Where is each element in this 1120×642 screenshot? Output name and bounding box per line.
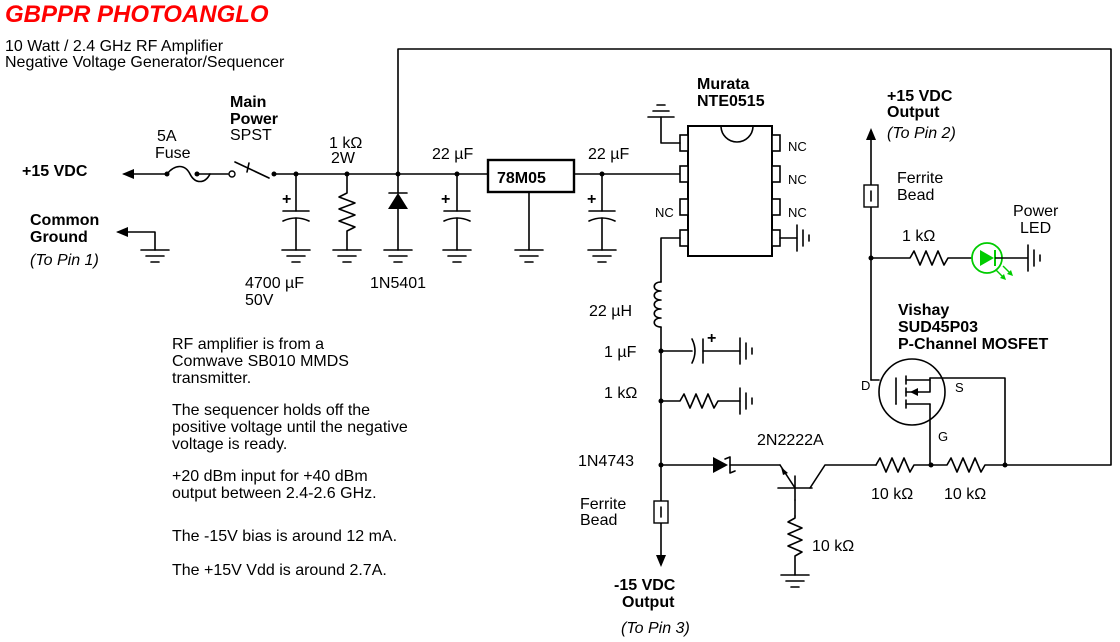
note-1-line-3: transmitter. bbox=[172, 370, 251, 387]
fuse-label-2: Fuse bbox=[155, 145, 191, 162]
regulator-78m05 bbox=[486, 158, 681, 263]
pos-output-pin: (To Pin 2) bbox=[887, 125, 956, 142]
mosfet-label-1: Vishay bbox=[898, 302, 949, 319]
note-4: The -15V bias is around 12 mA. bbox=[172, 528, 397, 545]
ferrite-bead-negative bbox=[653, 500, 669, 524]
res-10k-base-label: 10 kΩ bbox=[812, 538, 854, 555]
dcdc-nc-4: NC bbox=[655, 205, 674, 220]
resistor-10k-gate bbox=[930, 457, 1008, 473]
pos-output-label-2: Output bbox=[887, 104, 940, 121]
pos-bead-label-1: Ferrite bbox=[897, 170, 943, 187]
cap-1uf-polarity: + bbox=[707, 330, 716, 347]
led-label-1: Power bbox=[1013, 203, 1059, 220]
res-10k-gate-label: 10 kΩ bbox=[944, 486, 986, 503]
res-10k-collector-label: 10 kΩ bbox=[871, 486, 913, 503]
dcdc-ic-package bbox=[647, 104, 810, 283]
capacitor-22uf-output bbox=[587, 171, 617, 263]
inductor-22uh bbox=[653, 281, 666, 567]
page-title: GBPPR PHOTOANGLO bbox=[5, 1, 269, 28]
subtitle-line-2: Negative Voltage Generator/Sequencer bbox=[5, 54, 285, 71]
res-1k-2w-label-1: 1 kΩ bbox=[329, 135, 362, 152]
cap-22-in-polarity: + bbox=[441, 191, 450, 208]
capacitor-4700uf bbox=[281, 171, 311, 263]
input-vdc-label: +15 VDC bbox=[22, 163, 88, 180]
res-1k-2w-label-2: 2W bbox=[331, 150, 356, 167]
mosfet-pin-s: S bbox=[955, 380, 964, 395]
switch-label-2: Power bbox=[230, 111, 278, 128]
dcdc-label-1: Murata bbox=[697, 76, 750, 93]
mosfet-symbol bbox=[870, 358, 1006, 466]
note-2-line-3: voltage is ready. bbox=[172, 436, 287, 453]
fuse-symbol bbox=[164, 165, 229, 183]
positive-output-wire bbox=[866, 128, 876, 381]
ground-pin-note: (To Pin 1) bbox=[30, 252, 99, 269]
transistor-2n2222a bbox=[777, 464, 877, 517]
note-2-line-1: The sequencer holds off the bbox=[172, 402, 370, 419]
power-led bbox=[971, 242, 1041, 280]
neg-output-label-1: -15 VDC bbox=[614, 577, 676, 594]
res-1k-load-label: 1 kΩ bbox=[604, 385, 637, 402]
diode-1n5401 bbox=[383, 171, 413, 263]
cap-22-out-label: 22 µF bbox=[588, 146, 629, 163]
switch-label-3: SPST bbox=[230, 127, 272, 144]
inductor-label: 22 µH bbox=[589, 303, 632, 320]
mosfet-label-3: P-Channel MOSFET bbox=[898, 336, 1048, 353]
note-5: The +15V Vdd is around 2.7A. bbox=[172, 562, 387, 579]
note-1-line-2: Comwave SB010 MMDS bbox=[172, 353, 349, 370]
note-1-line-1: RF amplifier is from a bbox=[172, 336, 324, 353]
dcdc-nc-1: NC bbox=[788, 139, 807, 154]
input-ground-symbol bbox=[116, 227, 170, 263]
resistor-1k-load bbox=[658, 387, 753, 415]
capacitor-1uf bbox=[658, 337, 753, 365]
zener-label: 1N4743 bbox=[578, 453, 634, 470]
ground-label-1: Common bbox=[30, 212, 99, 229]
zener-1n4743 bbox=[658, 456, 781, 474]
ferrite-bead-positive bbox=[863, 184, 879, 208]
transistor-label: 2N2222A bbox=[757, 432, 824, 449]
cap-4700-value: 4700 µF bbox=[245, 275, 304, 292]
switch-label-1: Main bbox=[230, 94, 266, 111]
neg-output-pin: (To Pin 3) bbox=[621, 620, 690, 637]
led-res-label: 1 kΩ bbox=[902, 228, 935, 245]
input-arrow bbox=[122, 169, 167, 179]
dcdc-nc-3: NC bbox=[788, 205, 807, 220]
resistor-10k-collector bbox=[875, 457, 934, 473]
pos-output-label-1: +15 VDC bbox=[887, 88, 953, 105]
note-3-line-1: +20 dBm input for +40 dBm bbox=[172, 468, 368, 485]
mosfet-label-2: SUD45P03 bbox=[898, 319, 978, 336]
resistor-1k-led bbox=[870, 250, 973, 266]
pos-bead-label-2: Bead bbox=[897, 187, 934, 204]
subtitle-line-1: 10 Watt / 2.4 GHz RF Amplifier bbox=[5, 38, 224, 55]
diode-1n5401-label: 1N5401 bbox=[370, 275, 426, 292]
mosfet-pin-g: G bbox=[938, 429, 948, 444]
led-label-2: LED bbox=[1020, 220, 1051, 237]
cap-4700-polarity: + bbox=[282, 191, 291, 208]
cap-4700-voltage: 50V bbox=[245, 292, 274, 309]
neg-output-label-2: Output bbox=[622, 594, 675, 611]
note-2-line-2: positive voltage until the negative bbox=[172, 419, 408, 436]
fuse-label-1: 5A bbox=[157, 128, 177, 145]
capacitor-22uf-input bbox=[442, 171, 489, 263]
cap-22-out-polarity: + bbox=[587, 191, 596, 208]
resistor-10k-base bbox=[780, 515, 810, 588]
ground-label-2: Ground bbox=[30, 229, 88, 246]
regulator-label: 78M05 bbox=[497, 170, 546, 187]
neg-bead-label-2: Bead bbox=[580, 512, 617, 529]
cap-22-in-label: 22 µF bbox=[432, 146, 473, 163]
neg-bead-label-1: Ferrite bbox=[580, 496, 626, 513]
dcdc-label-2: NTE0515 bbox=[697, 93, 765, 110]
resistor-1k-2w bbox=[332, 171, 362, 263]
note-3-line-2: output between 2.4-2.6 GHz. bbox=[172, 485, 377, 502]
top-rail-wire bbox=[397, 48, 1112, 466]
main-power-switch bbox=[228, 161, 459, 179]
cap-1uf-label: 1 µF bbox=[604, 344, 637, 361]
mosfet-pin-d: D bbox=[861, 378, 870, 393]
dcdc-nc-2: NC bbox=[788, 172, 807, 187]
